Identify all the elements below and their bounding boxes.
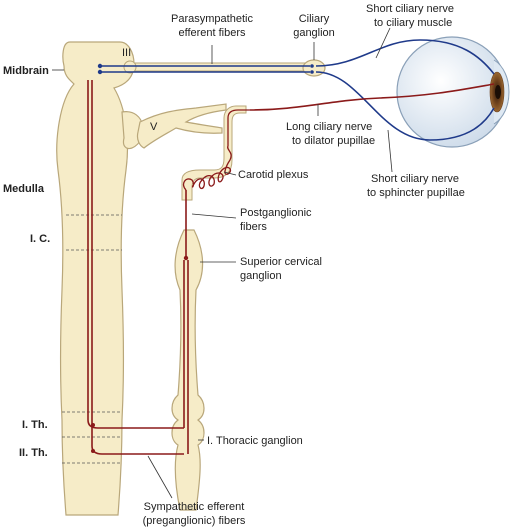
label-nerve-iii: III	[122, 47, 131, 59]
oculomotor-nucleus-dot	[97, 69, 103, 75]
brainstem-spinal-cord	[56, 41, 135, 516]
leader-postgang	[191, 213, 237, 219]
label-midbrain: Midbrain	[3, 65, 49, 77]
ganglion-synapse-dot	[310, 64, 314, 68]
short-ciliary-nerve-muscle	[315, 39, 495, 75]
label-iith: II. Th.	[19, 447, 48, 459]
ganglion-synapse-dot	[310, 70, 314, 74]
carotid-plexus-coils	[182, 109, 250, 191]
oculomotor-nerve-tube	[127, 62, 307, 72]
leader-carotid	[223, 171, 237, 176]
trigeminal-nerve	[136, 103, 227, 149]
label-scg-2: ganglion	[240, 270, 282, 282]
label-thoracic: I. Thoracic ganglion	[207, 435, 303, 447]
label-parasym-2: efferent fibers	[178, 27, 246, 39]
label-ic: I. C.	[30, 233, 50, 245]
label-ciliary-1: Ciliary	[299, 13, 330, 25]
label-ciliary-2: ganglion	[293, 27, 335, 39]
label-long-2: to dilator pupillae	[292, 135, 375, 147]
short-ciliary-nerve-sphincter	[315, 71, 495, 141]
ciliary-ganglion	[302, 59, 326, 77]
oculomotor-nerve-root	[123, 60, 137, 74]
label-short-muscle-1: Short ciliary nerve	[366, 3, 454, 15]
leader-symp	[147, 455, 173, 499]
label-parasym-1: Parasympathetic	[171, 13, 253, 25]
label-sphincter-2: to sphincter pupillae	[367, 187, 465, 199]
label-medulla: Medulla	[3, 183, 45, 195]
label-postgang-1: Postganglionic	[240, 207, 312, 219]
sympathetic-preganglionic-fiber	[87, 80, 184, 429]
carotid-plexus-tube	[181, 105, 247, 201]
pupil	[495, 85, 501, 99]
label-ith: I. Th.	[22, 419, 48, 431]
label-postgang-2: fibers	[240, 221, 267, 233]
sympathetic-preganglionic-fiber	[91, 80, 184, 455]
long-ciliary-nerve	[249, 83, 495, 111]
lateral-horn-dot	[91, 449, 95, 453]
oculomotor-nucleus-dot	[97, 63, 103, 69]
lateral-horn-dot	[91, 423, 95, 427]
label-sphincter-1: Short ciliary nerve	[371, 173, 459, 185]
leader-short-muscle	[375, 27, 391, 59]
label-symp-2: (preganglionic) fibers	[143, 515, 246, 527]
label-nerve-v: V	[150, 121, 158, 133]
label-long-1: Long ciliary nerve	[286, 121, 372, 133]
label-carotid: Carotid plexus	[238, 169, 309, 181]
label-short-muscle-2: to ciliary muscle	[374, 17, 452, 29]
label-symp-1: Sympathetic efferent	[144, 501, 245, 513]
leader-sphincter	[387, 129, 393, 173]
label-scg-1: Superior cervical	[240, 256, 322, 268]
